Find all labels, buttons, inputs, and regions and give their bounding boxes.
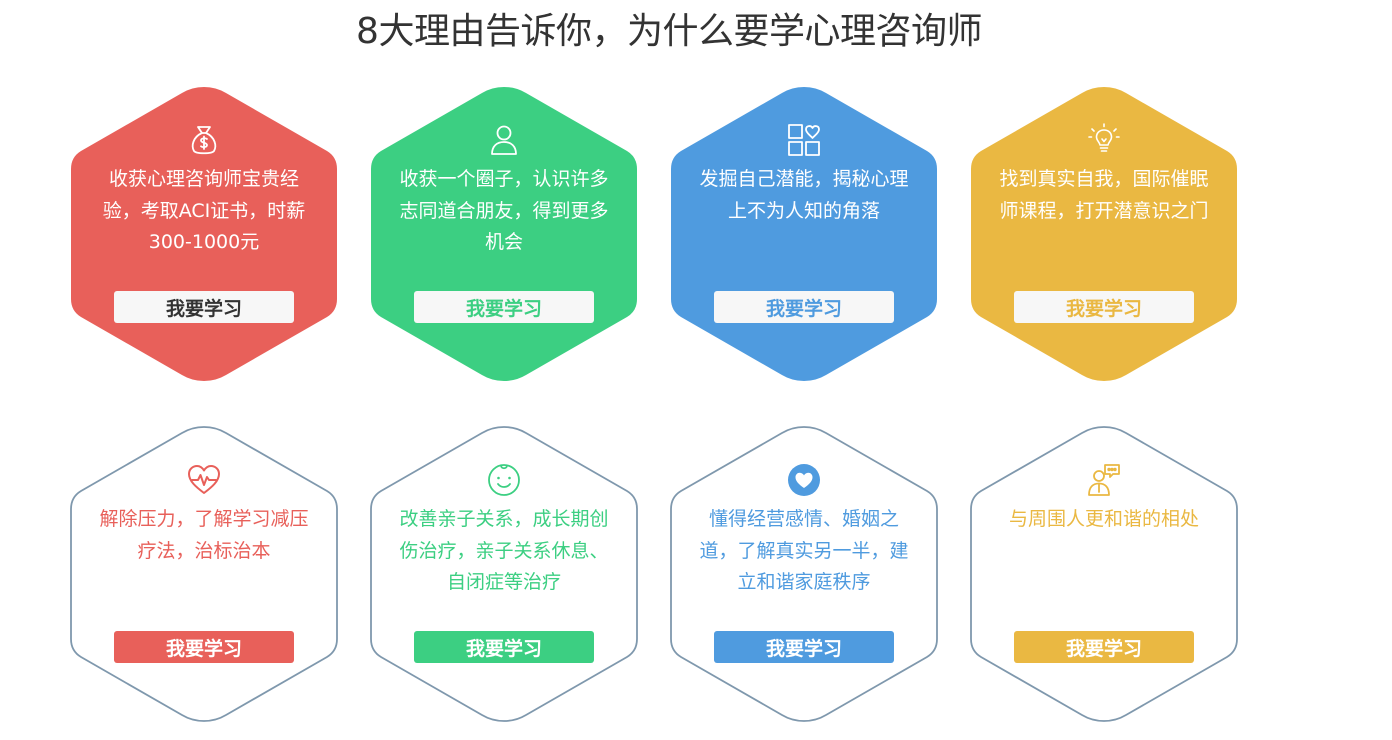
reason-card-1: 收获心理咨询师宝贵经验，考取ACI证书，时薪300-1000元 我要学习 [68,84,340,384]
apps-grid-icon [668,120,940,160]
money-bag-icon [68,120,340,160]
reason-card-7: 懂得经营感情、婚姻之道，了解真实另一半，建立和谐家庭秩序 我要学习 [668,424,940,724]
reason-text: 收获心理咨询师宝贵经验，考取ACI证书，时薪300-1000元 [102,168,306,253]
learn-button[interactable]: 我要学习 [114,631,294,663]
chat-people-icon [968,460,1240,500]
learn-button[interactable]: 我要学习 [714,631,894,663]
heart-circle-icon [668,460,940,500]
reason-text: 解除压力，了解学习减压疗法，治标治本 [99,508,309,562]
reason-text: 收获一个圈子，认识许多志同道合朋友，得到更多机会 [399,168,609,253]
learn-button[interactable]: 我要学习 [1014,631,1194,663]
reason-card-8: 与周围人更和谐的相处 我要学习 [968,424,1240,724]
user-icon [368,120,640,160]
reason-text: 懂得经营感情、婚姻之道，了解真实另一半，建立和谐家庭秩序 [699,508,909,593]
learn-button[interactable]: 我要学习 [414,631,594,663]
reason-text: 与周围人更和谐的相处 [1008,508,1199,530]
learn-button[interactable]: 我要学习 [114,291,294,323]
reason-card-3: 发掘自己潜能，揭秘心理上不为人知的角落 我要学习 [668,84,940,384]
learn-button[interactable]: 我要学习 [1014,291,1194,323]
baby-face-icon [368,460,640,500]
heartbeat-icon [68,460,340,500]
reason-text: 改善亲子关系，成长期创伤治疗，亲子关系休息、自闭症等治疗 [399,508,609,593]
reason-card-5: 解除压力，了解学习减压疗法，治标治本 我要学习 [68,424,340,724]
learn-button[interactable]: 我要学习 [714,291,894,323]
learn-button[interactable]: 我要学习 [414,291,594,323]
reason-text: 发掘自己潜能，揭秘心理上不为人知的角落 [699,168,909,222]
page-title: 8大理由告诉你，为什么要学心理咨询师 [356,11,982,52]
reason-text: 找到真实自我，国际催眠师课程，打开潜意识之门 [999,168,1209,222]
reason-card-6: 改善亲子关系，成长期创伤治疗，亲子关系休息、自闭症等治疗 我要学习 [368,424,640,724]
reason-card-2: 收获一个圈子，认识许多志同道合朋友，得到更多机会 我要学习 [368,84,640,384]
reason-card-4: 找到真实自我，国际催眠师课程，打开潜意识之门 我要学习 [968,84,1240,384]
lightbulb-icon [968,120,1240,160]
